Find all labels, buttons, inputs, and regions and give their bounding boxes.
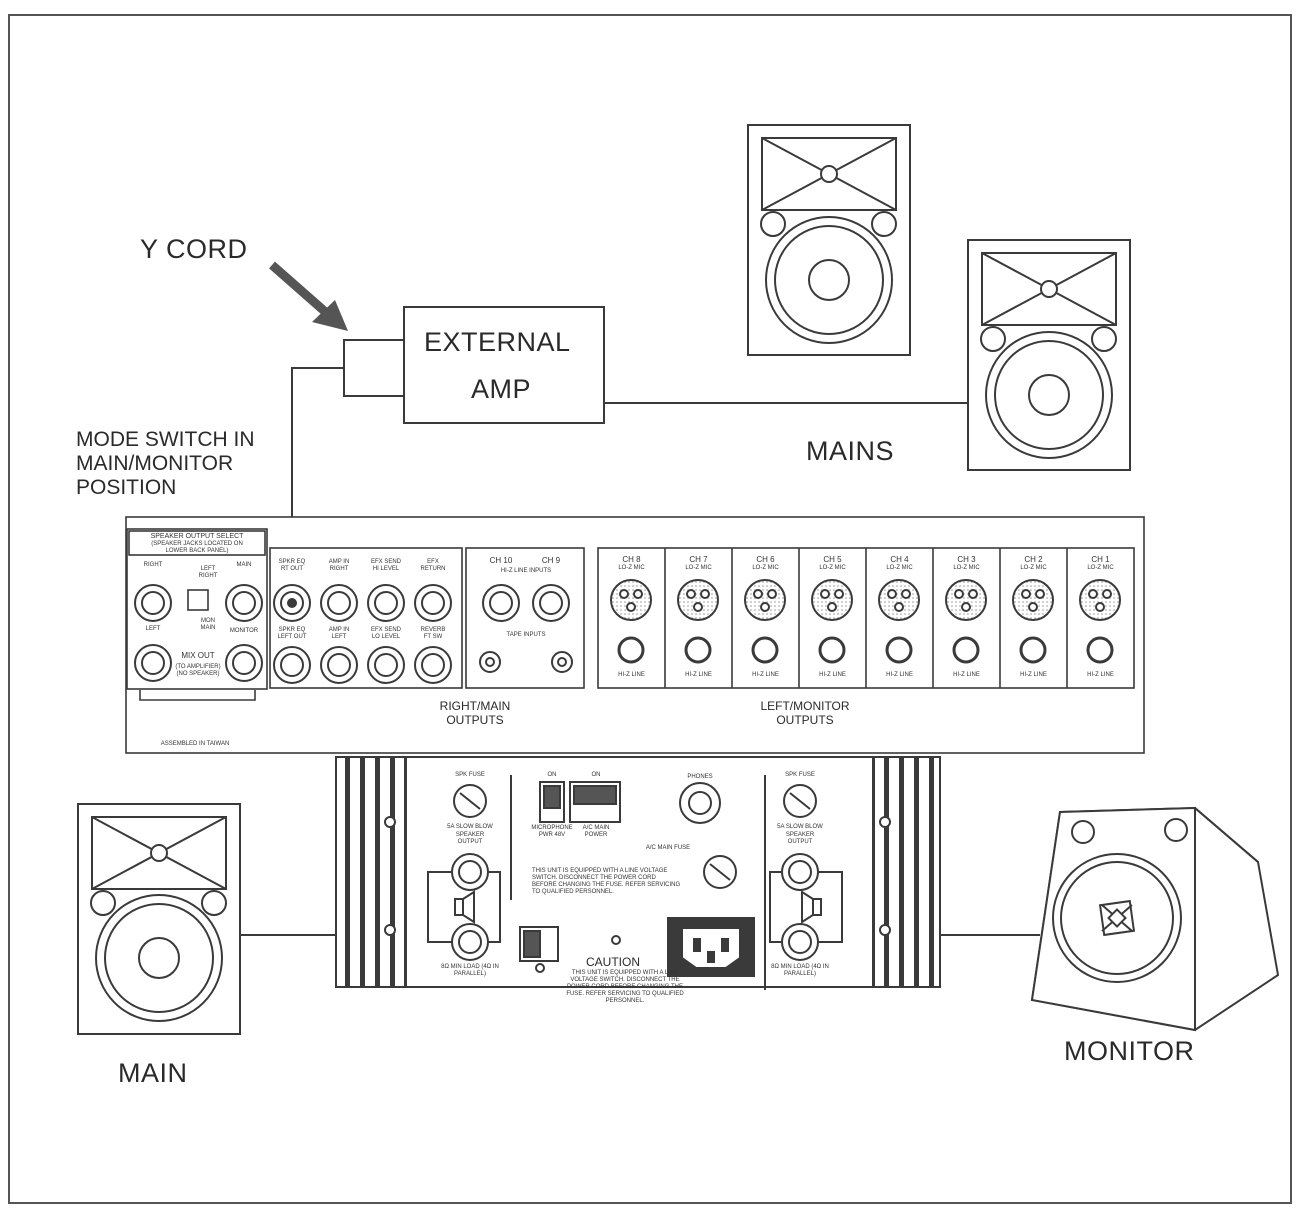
mixer-top-panel — [125, 516, 1145, 754]
mix-out-label: MIX OUT — [181, 651, 215, 660]
hi-z-line-label-6: HI-Z LINE — [953, 672, 980, 678]
mains-label: MAINS — [806, 436, 895, 466]
slow-blow-right-label: 5A SLOW BLOW — [777, 824, 823, 830]
hi-z-line-label-3: HI-Z LINE — [752, 672, 779, 678]
left-label: LEFT — [145, 626, 161, 632]
load-note-right: 8Ω MIN LOAD (4Ω IN PARALLEL) — [771, 964, 829, 977]
channel-jacks — [610, 579, 1121, 664]
external-amp-label-1: EXTERNAL — [424, 327, 571, 357]
speaker-output-right-label: SPEAKER OUTPUT — [785, 832, 815, 845]
mode-switch-label-2: MAIN/MONITOR — [76, 452, 234, 475]
speaker-jacks-note: (SPEAKER JACKS LOCATED ON LOWER BACK PAN… — [151, 541, 243, 554]
monitor-wedge — [1030, 806, 1280, 1032]
hi-z-line-label-8: HI-Z LINE — [1087, 672, 1114, 678]
ac-main-power-label: A/C MAIN POWER — [582, 825, 610, 838]
external-amp-label-2: AMP — [471, 374, 532, 404]
y-cord-plug — [287, 598, 297, 608]
hi-z-line-label-7: HI-Z LINE — [1020, 672, 1047, 678]
hi-z-line-label-4: HI-Z LINE — [819, 672, 846, 678]
main-speaker — [77, 803, 241, 1035]
main-label: MAIN — [118, 1058, 188, 1088]
mode-switch-label-3: POSITION — [76, 476, 177, 499]
hi-z-line-inputs-label: HI-Z LINE INPUTS — [500, 568, 552, 574]
ch10-label: CH 10 — [489, 556, 513, 565]
speaker-select-jacks — [134, 584, 263, 682]
tape-inputs-label: TAPE INPUTS — [506, 632, 546, 638]
diagram-frame — [8, 14, 1292, 1204]
right-label: RIGHT — [143, 562, 163, 568]
hi-z-line-label-5: HI-Z LINE — [886, 672, 913, 678]
assembled-label: ASSEMBLED IN TAIWAN — [160, 741, 230, 747]
ch9-hiz-label: CH 9 — [541, 556, 561, 565]
caution-text-bottom: THIS UNIT IS EQUIPPED WITH A LINE VOLTAG… — [566, 970, 684, 1004]
on-label-1: ON — [547, 772, 557, 778]
hi-z-jacks — [479, 584, 573, 673]
ac-main-fuse-label: A/C MAIN FUSE — [645, 845, 691, 851]
left-right-switch-label: LEFT RIGHT — [198, 566, 218, 579]
microphone-pwr-label: MICROPHONE PWR 48V — [531, 825, 573, 838]
monitor-jack-label: MONITOR — [229, 628, 259, 634]
y-connector — [343, 339, 405, 397]
spk-fuse-right-label: SPK FUSE — [785, 772, 815, 778]
caution-text-top: THIS UNIT IS EQUIPPED WITH A LINE VOLTAG… — [532, 868, 681, 895]
monitor-label: MONITOR — [1064, 1036, 1195, 1066]
hi-z-line-label-2: HI-Z LINE — [685, 672, 712, 678]
power-amp-parts — [384, 775, 891, 990]
slow-blow-left-label: 5A SLOW BLOW — [447, 824, 493, 830]
main-jack-label: MAIN — [236, 562, 252, 568]
load-note-left: 8Ω MIN LOAD (4Ω IN PARALLEL) — [441, 964, 499, 977]
y-cord-arrow — [269, 261, 348, 331]
mix-out-note: (TO AMPLIFIER) (NO SPEAKER) — [175, 664, 221, 677]
phones-label: PHONES — [687, 774, 713, 780]
caution-heading: CAUTION — [586, 955, 640, 969]
external-amp-box — [403, 306, 605, 424]
heatsink-fins — [345, 757, 934, 987]
mon-main-switch-label: MON MAIN — [200, 618, 216, 631]
mode-switch-label-1: MODE SWITCH IN — [76, 428, 255, 451]
speaker-output-left-label: SPEAKER OUTPUT — [455, 832, 485, 845]
mains-speaker-2 — [967, 239, 1131, 471]
hi-z-line-label-1: HI-Z LINE — [618, 672, 645, 678]
speaker-output-select-label: SPEAKER OUTPUT SELECT — [150, 533, 244, 540]
on-label-2: ON — [591, 772, 601, 778]
spk-fuse-left-label: SPK FUSE — [455, 772, 485, 778]
y-cord-label: Y CORD — [140, 234, 248, 264]
mains-speaker-1 — [747, 124, 911, 356]
